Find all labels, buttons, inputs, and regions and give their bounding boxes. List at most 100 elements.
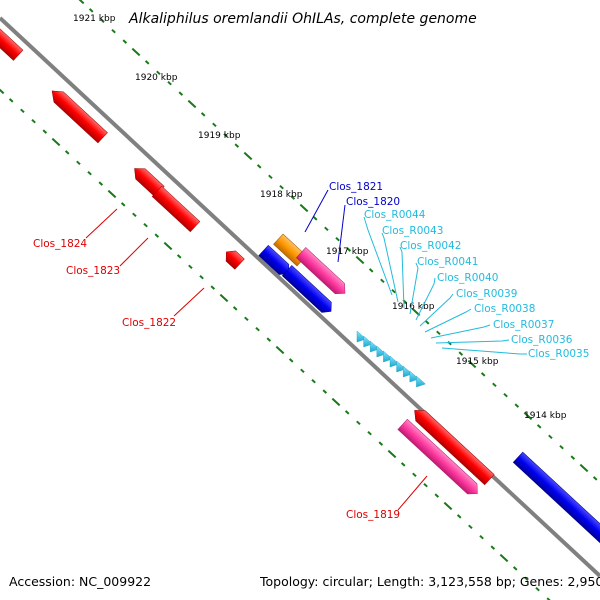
gene-label-clos-r0040[interactable]: Clos_R0040 — [437, 272, 498, 284]
gene-clos-1825[interactable] — [0, 19, 24, 61]
tick-mark — [299, 203, 309, 213]
tick-mark — [255, 326, 260, 332]
tick-mark — [346, 247, 352, 252]
tick-mark — [78, 0, 85, 5]
tick-mark — [548, 434, 553, 440]
gene-label-clos-r0043[interactable]: Clos_R0043 — [382, 225, 443, 237]
gene-label-clos-r0035[interactable]: Clos_R0035 — [528, 348, 589, 360]
tick-mark — [64, 150, 70, 155]
gene-label-clos-r0042[interactable]: Clos_R0042 — [400, 240, 461, 252]
tick-mark — [42, 129, 48, 134]
tick-mark — [570, 455, 576, 460]
tick-mark — [212, 122, 217, 128]
tick-label-1917: 1917 kbp — [326, 247, 369, 257]
map-title: Alkaliphilus oremlandii OhILAs, complete… — [128, 11, 477, 27]
tick-mark — [356, 420, 361, 426]
tick-mark — [199, 274, 204, 280]
tick-mark — [490, 545, 496, 550]
gene-label-clos-r0036[interactable]: Clos_R0036 — [511, 334, 573, 346]
tick-mark — [244, 316, 249, 322]
tick-label-1914: 1914 kbp — [524, 411, 567, 421]
tick-mark — [499, 553, 509, 563]
tick-mark — [523, 411, 533, 421]
tick-mark — [288, 358, 294, 363]
tick-mark — [335, 236, 340, 242]
gene-label-clos-1823[interactable]: Clos_1823 — [66, 265, 120, 277]
tick-mark — [167, 80, 172, 86]
gene-label-clos-1821[interactable]: Clos_1821 — [329, 181, 383, 193]
tick-mark — [480, 372, 486, 377]
tick-mark — [592, 476, 598, 481]
tick-mark — [131, 47, 141, 57]
tick-mark — [275, 345, 285, 355]
tick-mark — [412, 472, 417, 478]
tick-mark — [300, 368, 305, 374]
tick-mark — [178, 91, 184, 96]
gene-clos-1824[interactable] — [47, 86, 108, 144]
tick-mark — [367, 430, 372, 436]
tick-mark — [88, 8, 94, 13]
tick-mark — [331, 397, 341, 407]
gene-label-clos-r0038[interactable]: Clos_R0038 — [474, 303, 535, 315]
tick-mark — [387, 449, 397, 459]
tick-mark — [243, 151, 253, 161]
tick-mark — [467, 359, 477, 369]
tick-label-1915: 1915 kbp — [456, 357, 499, 367]
tick-mark — [524, 576, 529, 582]
tick-mark — [219, 293, 229, 303]
gene-clos-1822[interactable] — [222, 247, 245, 270]
tick-mark — [324, 226, 329, 232]
tick-mark — [188, 264, 193, 270]
gene-clos-1819[interactable] — [397, 418, 482, 499]
tick-mark — [144, 60, 150, 65]
tick-mark — [579, 463, 589, 473]
tick-mark — [380, 278, 385, 284]
gene-clos-1818[interactable] — [512, 451, 600, 545]
trna-arrow[interactable] — [416, 375, 426, 388]
tick-mark — [536, 424, 542, 429]
tick-mark — [122, 39, 128, 44]
tick-mark — [154, 233, 160, 238]
tick-mark — [268, 174, 273, 180]
tick-mark — [200, 112, 206, 117]
tick-mark — [391, 288, 396, 294]
gene-clos-1820-b[interactable] — [295, 247, 350, 298]
tick-mark — [479, 534, 484, 540]
tick-mark — [492, 382, 497, 388]
tick-mark — [279, 184, 284, 190]
gene-clos-1820-c[interactable] — [281, 265, 336, 316]
accession-text: Accession: NC_009922 — [9, 574, 151, 589]
tick-mark — [120, 202, 126, 207]
gene-label-clos-1819[interactable]: Clos_1819 — [346, 509, 400, 521]
tick-mark — [20, 108, 25, 114]
tick-mark — [368, 268, 374, 273]
genome-backbone — [0, 16, 600, 578]
tick-mark — [443, 501, 453, 511]
tick-mark — [176, 254, 182, 259]
gene-clos-1819-red[interactable] — [410, 405, 495, 486]
tick-mark — [344, 410, 350, 415]
tick-mark — [8, 98, 14, 103]
gene-clos-1823b[interactable] — [151, 185, 201, 233]
tick-mark — [0, 88, 5, 95]
tick-label-1920: 1920 kbp — [135, 73, 178, 83]
gene-label-clos-r0044[interactable]: Clos_R0044 — [364, 209, 426, 221]
tick-mark — [163, 241, 173, 251]
tick-mark — [458, 351, 464, 356]
gene-label-clos-r0037[interactable]: Clos_R0037 — [493, 319, 554, 331]
tick-mark — [434, 493, 440, 498]
tick-label-1918: 1918 kbp — [260, 190, 303, 200]
trna-cluster[interactable] — [356, 330, 426, 388]
tick-mark — [423, 482, 428, 488]
gene-label-clos-1824[interactable]: Clos_1824 — [33, 238, 87, 250]
tick-mark — [355, 255, 365, 265]
gene-label-clos-1820[interactable]: Clos_1820 — [346, 196, 400, 208]
tick-mark — [512, 566, 518, 571]
gene-label-clos-1822[interactable]: Clos_1822 — [122, 317, 176, 329]
gene-label-clos-r0039[interactable]: Clos_R0039 — [456, 288, 517, 300]
tick-mark — [187, 99, 197, 109]
tick-mark — [98, 181, 104, 186]
tick-mark — [156, 70, 161, 76]
gene-label-clos-r0041[interactable]: Clos_R0041 — [417, 256, 478, 268]
